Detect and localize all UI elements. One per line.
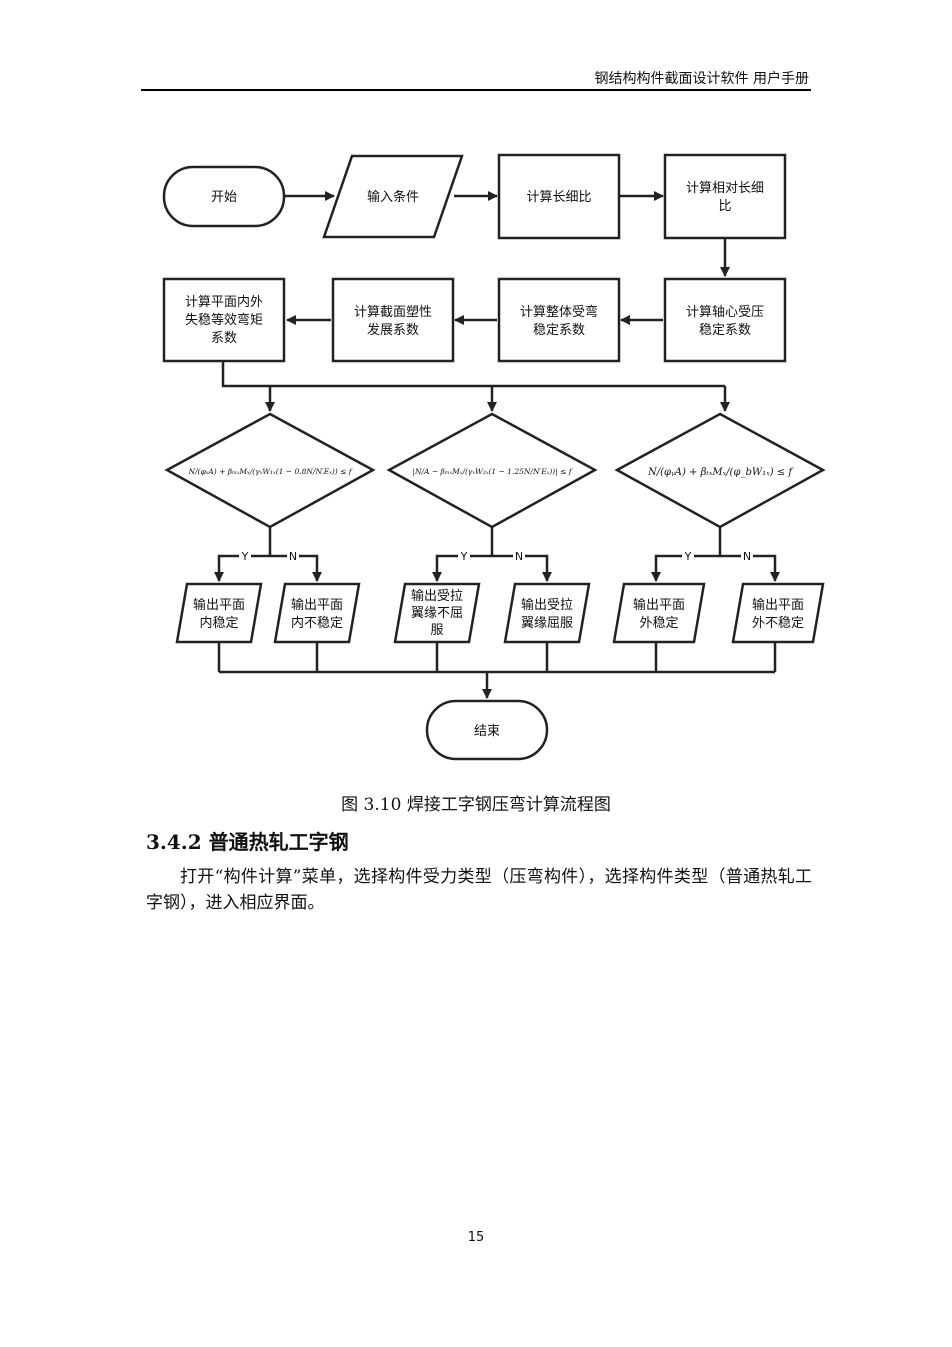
output-out-plane-unstable (731, 582, 825, 644)
no-label: N (743, 550, 751, 563)
figure-caption: 图 3.10 焊接工字钢压弯计算流程图 (341, 795, 611, 815)
step-moment-coefficient-label: 系数 (211, 331, 237, 346)
output-out-plane-unstable-label: 输出平面 (752, 597, 804, 613)
body-paragraph: 打开“构件计算”菜单，选择构件受力类型（压弯构件），选择构件类型（普通热轧工字钢… (146, 867, 812, 913)
running-header: 钢结构构件截面设计软件 用户手册 (594, 71, 809, 87)
input-node (322, 154, 464, 239)
output-flange-yield-label: 翼缘屈服 (521, 616, 573, 631)
condition-out-of-plane: N/(φᵧA) + βₜₓMₓ/(φ_bW₁ₓ) ≤ f (647, 467, 794, 478)
step-plastic-coefficient-label: 发展系数 (367, 322, 419, 338)
step-slenderness-label: 计算长细比 (526, 190, 591, 205)
input-label: 输入条件 (367, 189, 419, 205)
output-flange-not-yield-label: 服 (430, 623, 443, 638)
decision-out-of-plane (614, 412, 826, 529)
condition-in-plane: N/(φₓA) + βₘₓMₓ/(γₓW₁ₓ(1 − 0.8N/N′Eₓ)) ≤… (187, 467, 352, 476)
output-out-plane-unstable-label: 外不稳定 (752, 615, 804, 631)
no-label: N (515, 550, 523, 563)
output-flange-yield-label: 输出受拉 (521, 597, 573, 613)
step-plastic-coefficient (331, 277, 455, 363)
step-moment-coefficient-label: 失稳等效弯矩 (185, 312, 263, 328)
output-flange-not-yield-label: 输出受拉 (411, 588, 463, 604)
page-number: 15 (467, 1230, 485, 1245)
step-moment-coefficient (162, 277, 286, 363)
output-out-plane-stable-label: 外稳定 (639, 615, 678, 631)
step-relative-slenderness-label: 计算相对长细 (686, 181, 764, 196)
yes-label: Y (241, 550, 249, 563)
output-in-plane-stable-label: 输出平面 (193, 597, 245, 613)
step-slenderness (497, 153, 621, 240)
condition-tension-flange: |N/A − βₘₓMₓ/(γₓW₂ₓ(1 − 1.25N/N′Eₓ))| ≤ … (412, 467, 572, 476)
flowchart: Y N Y N Y N 开始 输入条件 计算长细比 计算相对长细 比 计算轴心受… (162, 153, 826, 761)
output-flange-not-yield (393, 582, 481, 644)
end-node (425, 699, 549, 761)
step-axial-stability (663, 277, 787, 363)
no-label: N (289, 550, 297, 563)
step-axial-stability-label: 稳定系数 (699, 322, 751, 338)
step-plastic-coefficient-label: 计算截面塑性 (354, 305, 432, 320)
step-flexural-stability-label: 计算整体受弯 (520, 304, 598, 320)
output-in-plane-stable-label: 内稳定 (199, 615, 238, 631)
step-relative-slenderness-label: 比 (718, 199, 731, 214)
step-axial-stability-label: 计算轴心受压 (686, 305, 764, 320)
output-out-plane-stable (612, 582, 706, 644)
step-moment-coefficient-label: 计算平面内外 (185, 294, 263, 310)
step-flexural-stability (497, 277, 621, 363)
output-out-plane-stable-label: 输出平面 (633, 597, 685, 613)
decision-tension-flange (386, 412, 598, 529)
output-in-plane-stable (175, 582, 263, 644)
start-node (162, 165, 286, 228)
end-label: 结束 (474, 724, 500, 739)
output-flange-not-yield-label: 翼缘不屈 (411, 606, 463, 621)
output-in-plane-unstable-label: 内不稳定 (291, 615, 343, 631)
yes-label: Y (460, 550, 468, 563)
output-in-plane-unstable (273, 582, 361, 644)
yes-label: Y (684, 550, 692, 563)
output-in-plane-unstable-label: 输出平面 (291, 597, 343, 613)
header-rule (141, 89, 811, 91)
decision-in-plane (164, 412, 376, 529)
start-label: 开始 (211, 190, 237, 205)
output-flange-yield (503, 582, 591, 644)
step-flexural-stability-label: 稳定系数 (533, 322, 585, 338)
step-relative-slenderness (663, 153, 787, 240)
section-heading: 3.4.2 普通热轧工字钢 (146, 830, 349, 854)
